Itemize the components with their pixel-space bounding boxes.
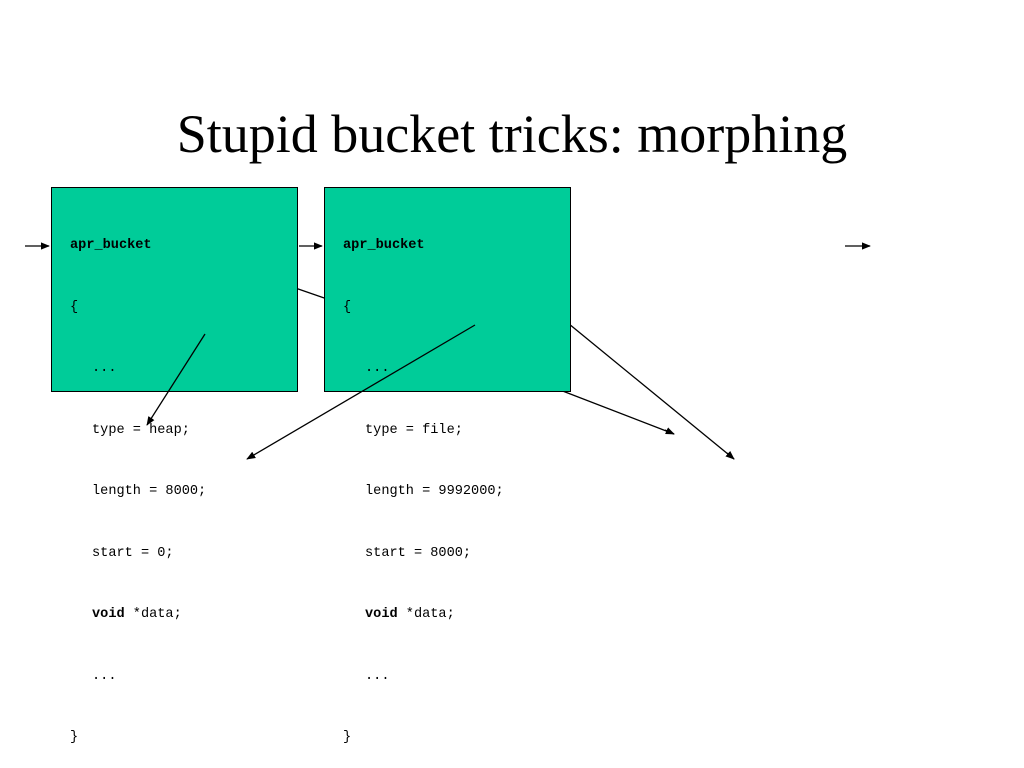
open-brace: {	[70, 299, 79, 315]
close-brace: }	[343, 730, 352, 745]
type-field: type = file;	[365, 422, 463, 438]
type-file-pointer-arrow-head	[725, 450, 735, 460]
ellipsis-bottom: ...	[92, 668, 117, 684]
bucket-struct-code: apr_bucket { ... type = heap; length = 8…	[70, 195, 206, 768]
data-field: *data;	[124, 607, 182, 622]
struct-name: apr_bucket	[343, 238, 425, 253]
ellipsis-top: ...	[92, 361, 117, 376]
bucket-struct-code: apr_bucket { ... type = file; length = 9…	[343, 195, 504, 768]
data-field: *data;	[397, 607, 455, 622]
length-field: length = 8000;	[92, 484, 207, 499]
bucket-box-heap: apr_bucket { ... type = heap; length = 8…	[51, 187, 298, 745]
start-field: start = 8000;	[365, 545, 472, 561]
void-keyword: void	[92, 607, 125, 622]
length-field: length = 9992000;	[365, 484, 504, 499]
open-brace: {	[343, 299, 352, 315]
ellipsis-bottom: ...	[365, 668, 390, 684]
struct-name: apr_bucket	[70, 238, 152, 253]
void-keyword: void	[365, 607, 398, 622]
bucket2-bottom-pointer-arrow-head	[664, 427, 675, 435]
bucket2-bottom-connector	[559, 389, 675, 435]
ellipsis-top: ...	[365, 361, 390, 376]
type-field: type = heap;	[92, 422, 190, 438]
close-brace: }	[70, 730, 79, 745]
start-field: start = 0;	[92, 545, 174, 561]
bucket-box-file: apr_bucket { ... type = file; length = 9…	[324, 187, 571, 745]
slide-title: Stupid bucket tricks: morphing	[176, 104, 848, 164]
